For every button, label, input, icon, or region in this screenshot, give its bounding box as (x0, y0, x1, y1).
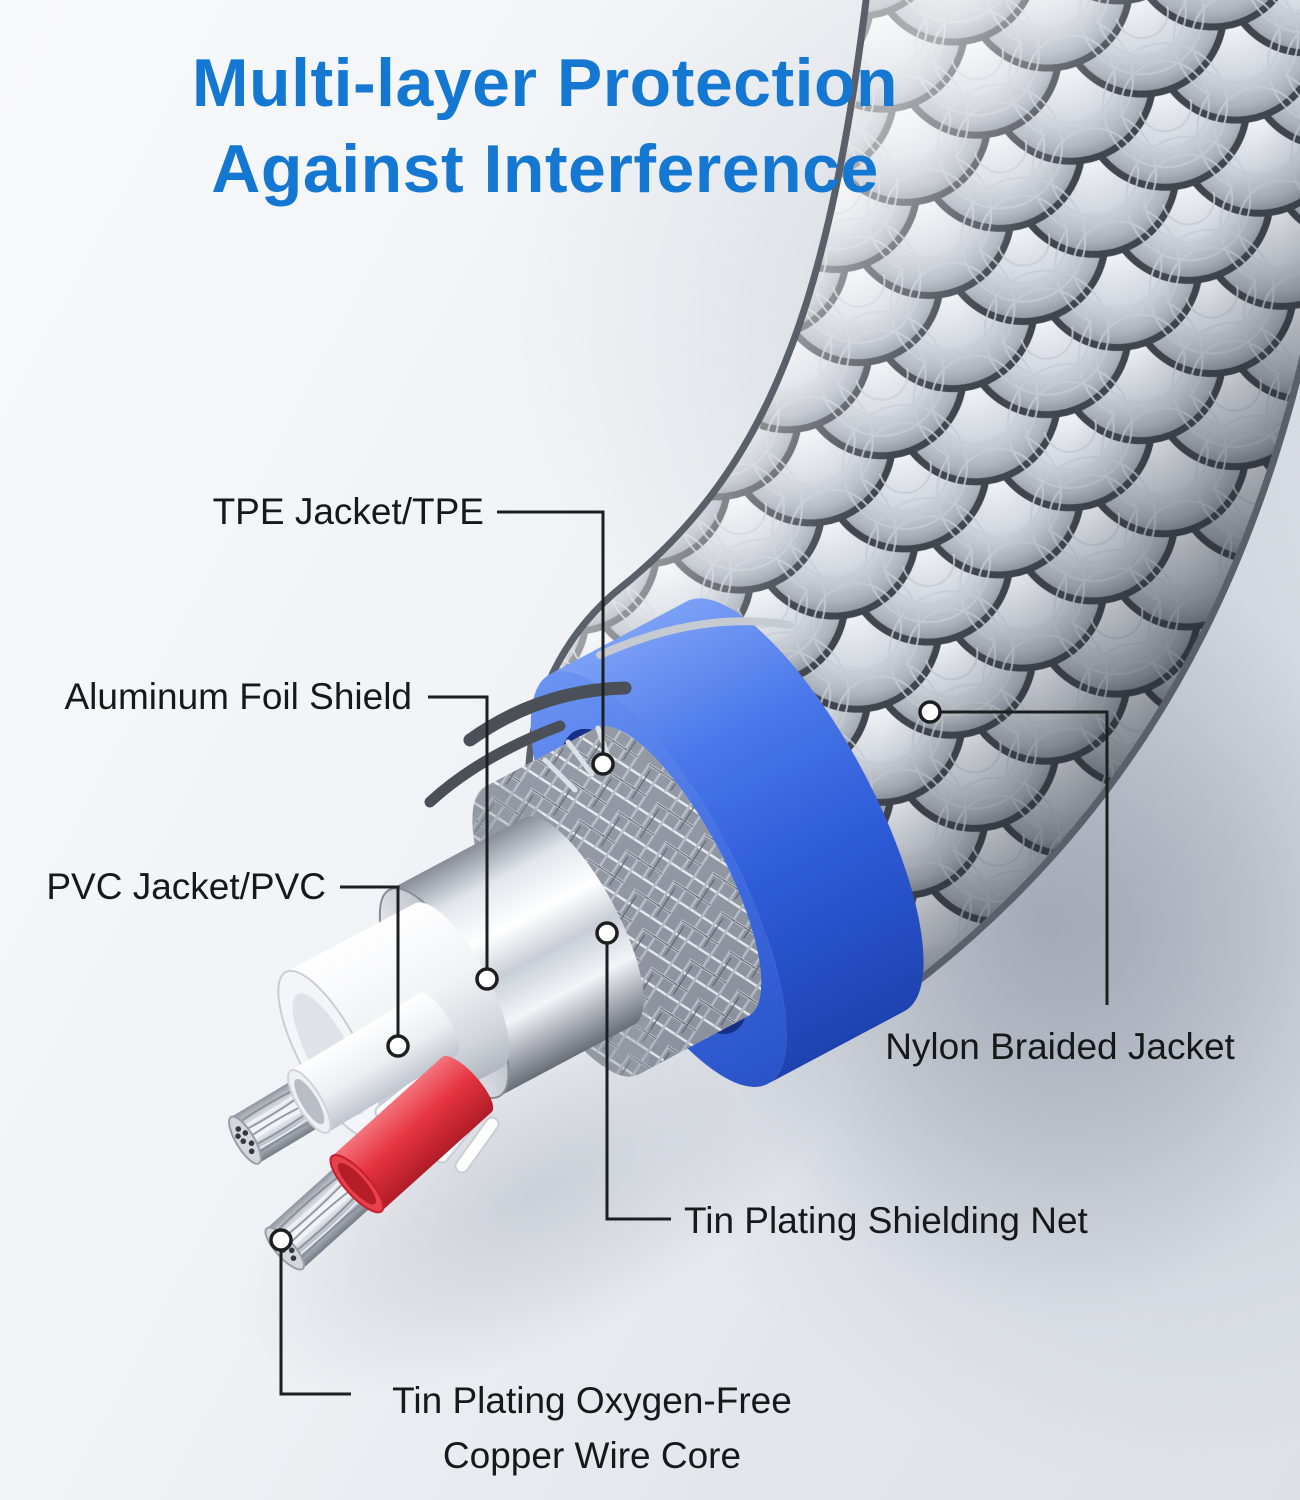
label-pvc-jacket: PVC Jacket/PVC (46, 866, 326, 907)
leader-line-nylon (930, 710, 1109, 1005)
label-copper-wire-core-line2: Copper Wire Core (442, 1435, 742, 1476)
leader-line-aluminum-foil (428, 695, 489, 979)
callout-dot-aluminum-foil (475, 967, 499, 991)
leader-lines (269, 510, 1109, 1396)
callout-dot-tpe (591, 752, 615, 776)
callout-dot-copper-core (269, 1228, 293, 1252)
leader-line-pvc (340, 885, 400, 1046)
leader-line-shielding-net (605, 933, 671, 1221)
label-copper-wire-core: Tin Plating Oxygen-Free Copper Wire Core (392, 1373, 792, 1483)
leader-line-tpe (497, 510, 605, 764)
page-title-line1: Multi-layer Protection (191, 45, 899, 121)
callout-dot-pvc (386, 1034, 410, 1058)
leader-line-copper-core (279, 1240, 351, 1396)
label-nylon-braided-jacket: Nylon Braided Jacket (885, 1026, 1235, 1067)
braided-cable (525, 0, 1300, 1030)
label-tin-plating-shielding-net: Tin Plating Shielding Net (684, 1200, 1088, 1241)
page-title: Multi-layer Protection Against Interfere… (30, 40, 1060, 212)
callout-dot-shielding-net (595, 921, 619, 945)
callout-dot-nylon (918, 700, 942, 724)
white-wire (228, 992, 460, 1165)
label-copper-wire-core-line1: Tin Plating Oxygen-Free (392, 1380, 792, 1421)
page-title-line2: Against Interference (211, 131, 879, 207)
label-tpe-jacket: TPE Jacket/TPE (212, 491, 484, 532)
label-aluminum-foil-shield: Aluminum Foil Shield (64, 676, 412, 717)
